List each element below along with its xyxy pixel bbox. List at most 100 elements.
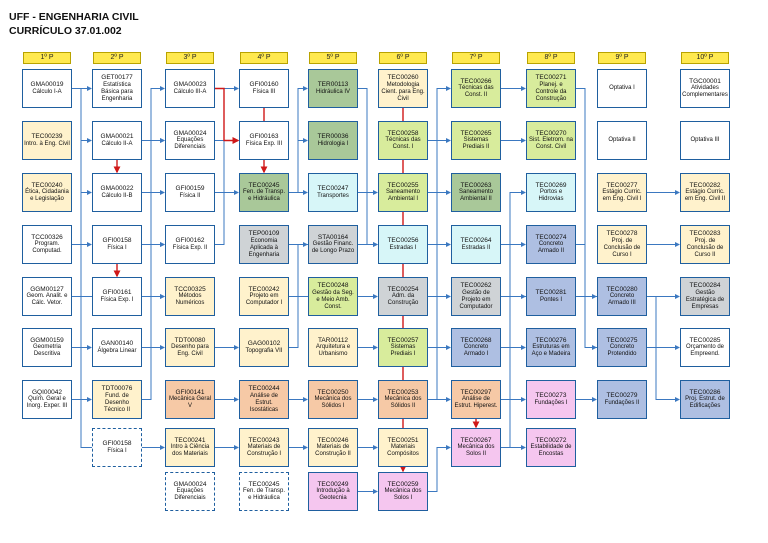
course-code: TEC00245 bbox=[248, 181, 280, 189]
course-code: GFI00162 bbox=[175, 237, 205, 245]
course-name: Optativa II bbox=[608, 137, 636, 143]
course-name: Mecânica dos Solos II bbox=[457, 444, 495, 458]
course-name: Concreto Protendido bbox=[607, 344, 637, 358]
course-box[interactable]: Optativa I bbox=[597, 69, 647, 108]
course-name: Saneamento Ambiental II bbox=[458, 189, 494, 203]
course-code: GFI00141 bbox=[175, 388, 205, 396]
prerequisite-link bbox=[428, 86, 451, 141]
course-name: Projeto em Computador I bbox=[245, 293, 283, 307]
course-code: TEC00263 bbox=[460, 181, 492, 189]
semester-label-8: 8º P bbox=[527, 52, 575, 64]
course-name: Técnicas das Const. II bbox=[458, 85, 494, 99]
semester-label-7: 7º P bbox=[452, 52, 500, 64]
course-name: Fen. de Transp. e Hidráulica bbox=[242, 189, 286, 203]
course-box[interactable]: Optativa II bbox=[597, 121, 647, 160]
course-name: Cálculo II-A bbox=[101, 140, 133, 147]
course-code: TEC00239 bbox=[31, 133, 63, 141]
course-box[interactable]: Optativa III bbox=[680, 121, 730, 160]
course-code: TEC00260 bbox=[387, 74, 419, 82]
course-code: TCC00325 bbox=[174, 285, 206, 293]
course-name: Física III bbox=[252, 88, 276, 95]
